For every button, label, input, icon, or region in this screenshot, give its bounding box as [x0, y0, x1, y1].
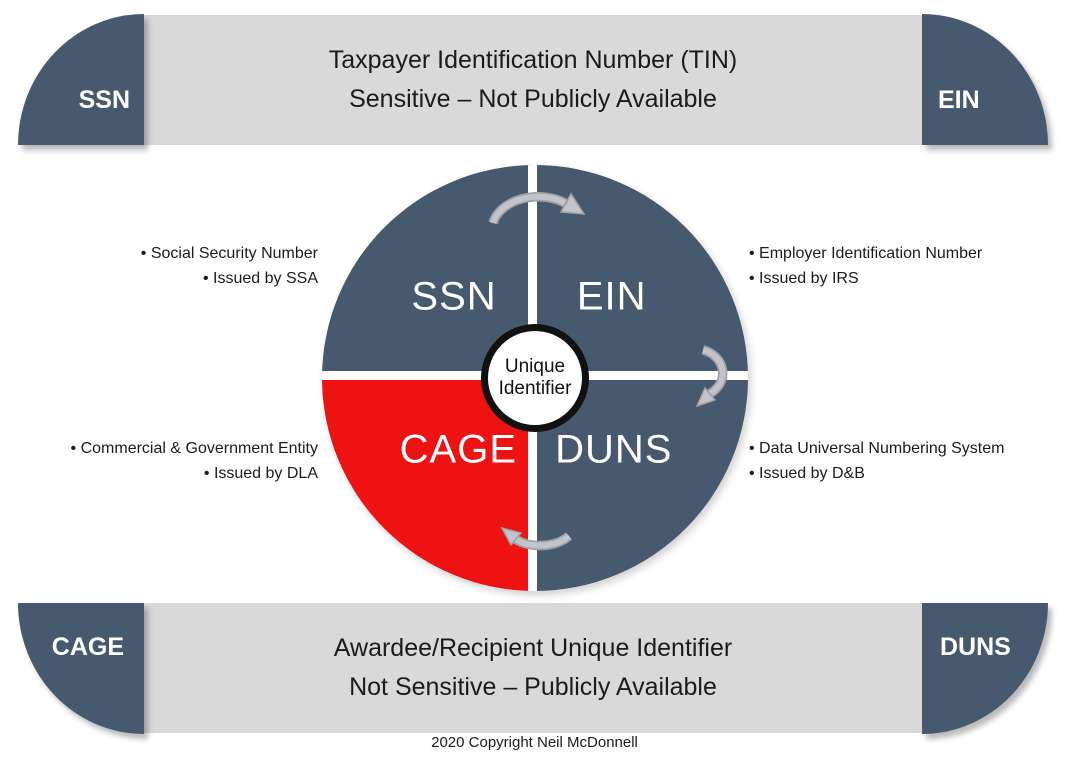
corner-tab-cage: CAGE: [18, 603, 144, 734]
corner-tab-duns-label: DUNS: [940, 633, 1011, 661]
bottom-banner: Awardee/Recipient Unique Identifier Not …: [144, 603, 922, 733]
annotation-ssn-line2: • Issued by SSA: [203, 270, 318, 287]
annotation-cage: • Commercial & Government Entity • Issue…: [10, 436, 318, 486]
bottom-banner-line2: Not Sensitive – Publicly Available: [349, 673, 717, 701]
hub-line2: Identifier: [498, 378, 572, 399]
annotation-duns-line2: • Issued by D&B: [749, 465, 865, 482]
rotation-arrow-right-icon: [695, 345, 728, 408]
identifier-wheel: SSN EIN CAGE DUNS Unique Identifier: [322, 165, 748, 591]
annotation-duns: • Data Universal Numbering System • Issu…: [749, 436, 1059, 486]
corner-tab-cage-label: CAGE: [51, 633, 124, 661]
quadrant-label-ein: EIN: [576, 274, 647, 319]
annotation-ssn: • Social Security Number • Issued by SSA: [30, 241, 318, 291]
corner-tab-ssn: SSN: [18, 14, 144, 145]
top-banner-line1: Taxpayer Identification Number (TIN): [328, 46, 738, 74]
corner-tab-ssn-label: SSN: [78, 86, 130, 114]
top-banner: Taxpayer Identification Number (TIN) Sen…: [144, 15, 922, 145]
quadrant-label-ssn: SSN: [411, 274, 497, 319]
rotation-arrow-bottom-icon: [500, 526, 573, 551]
bottom-banner-line1: Awardee/Recipient Unique Identifier: [333, 634, 733, 662]
rotation-arrow-top-icon: [488, 192, 586, 225]
quadrant-label-cage: CAGE: [399, 427, 517, 472]
corner-tab-ein-label: EIN: [938, 86, 980, 114]
copyright-text: 2020 Copyright Neil McDonnell: [431, 734, 638, 751]
corner-tab-duns: DUNS: [922, 603, 1048, 734]
annotation-cage-line2: • Issued by DLA: [203, 465, 318, 482]
annotation-ein-line1: • Employer Identification Number: [749, 245, 983, 262]
annotation-ein: • Employer Identification Number • Issue…: [749, 241, 1059, 291]
annotation-ein-line2: • Issued by IRS: [749, 270, 859, 287]
quadrant-label-duns: DUNS: [555, 427, 673, 472]
corner-tab-ein: EIN: [922, 14, 1048, 145]
unique-identifier-hub: Unique Identifier: [481, 324, 589, 432]
annotation-duns-line1: • Data Universal Numbering System: [749, 440, 1005, 457]
annotation-cage-line1: • Commercial & Government Entity: [70, 440, 318, 457]
top-banner-line2: Sensitive – Not Publicly Available: [349, 85, 717, 113]
hub-line1: Unique: [504, 356, 566, 377]
annotation-ssn-line1: • Social Security Number: [140, 245, 318, 262]
